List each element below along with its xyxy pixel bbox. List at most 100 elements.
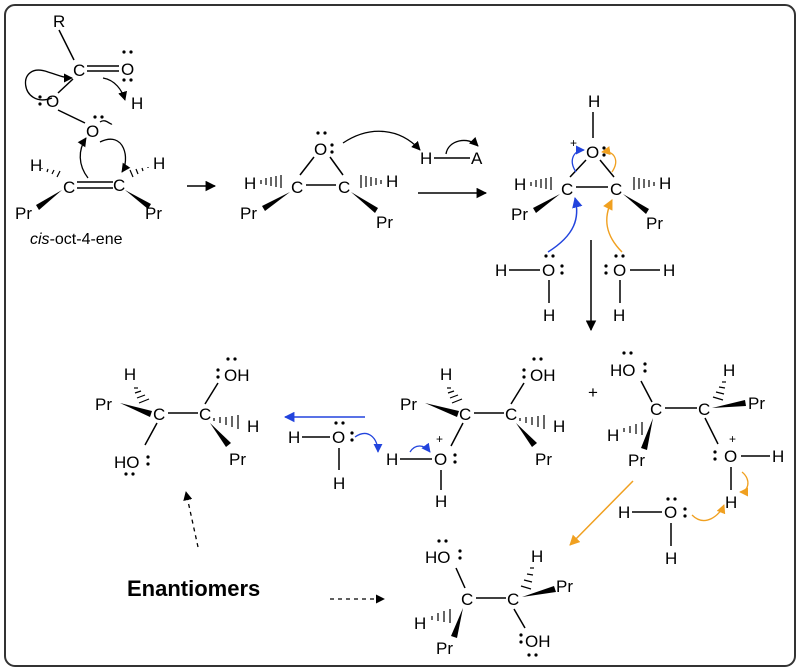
db-c-left: C: [461, 590, 473, 609]
epoxide-h-right: H: [386, 172, 398, 191]
db-ho: HO: [425, 548, 451, 567]
ox-l-c-right: C: [505, 405, 517, 424]
alkene-wedge-right: [125, 190, 151, 209]
ox-l-oh: OH: [530, 366, 556, 385]
reactant-peracid-alkene: R C O O H O H H C C Pr Pr: [15, 12, 165, 248]
diol-bottom: HO C C H Pr H Pr OH: [414, 539, 573, 658]
peracid-single-oxygen: O: [46, 92, 59, 111]
prot-plus: +: [570, 136, 577, 150]
diagram-frame: [4, 4, 796, 667]
dashed-arrow-up: [183, 491, 199, 548]
diol-pr-left: Pr: [95, 395, 112, 414]
db-h-top: H: [531, 547, 543, 566]
wr-o: O: [664, 503, 677, 522]
alkene-h-left: H: [30, 156, 42, 175]
alkene-pr-left: Pr: [15, 204, 32, 223]
ox-r-h-top: H: [723, 361, 735, 380]
ox-r-h-o-right: H: [772, 447, 784, 466]
diol-pr-right: Pr: [229, 450, 246, 469]
ox-r-o: O: [724, 447, 737, 466]
ox-r-h-left: H: [607, 426, 619, 445]
ox-l-h-bottom: H: [435, 492, 447, 511]
oxonium-intermediate-right: HO C C H Pr H Pr + O H H: [607, 351, 784, 512]
bond-o-o: [57, 109, 86, 124]
plus-sign: +: [588, 383, 598, 402]
db-oh: OH: [525, 632, 551, 651]
deprotonation-arrow-orange: [569, 480, 634, 546]
curly-arrow-pi-to-o: [77, 137, 89, 179]
curly-arrow-to-alkene: [99, 138, 131, 173]
curly-arrow-to-h: [102, 77, 128, 101]
bond-r-c: [58, 29, 75, 61]
alkene-c-right: C: [113, 176, 125, 195]
water-deprotonating-left: H O H: [288, 421, 383, 493]
alkene-name: cis-oct-4-ene: [30, 231, 123, 248]
db-h-left: H: [414, 614, 426, 633]
diol-h-right: H: [247, 417, 259, 436]
wr-h2: H: [665, 549, 677, 568]
water-right-h2: H: [613, 306, 625, 325]
ox-l-c-left: C: [459, 405, 471, 424]
water-left-h1: H: [495, 261, 507, 280]
water-right-o: O: [613, 261, 626, 280]
epoxide-pr-left: Pr: [240, 204, 257, 223]
prot-h-left: H: [514, 175, 526, 194]
epoxide-c-left: C: [291, 178, 303, 197]
prot-c-left: C: [561, 180, 573, 199]
alkene-wedge-left: [36, 190, 62, 210]
diol-c-right: C: [199, 405, 211, 424]
alkene-h-right: H: [153, 154, 165, 173]
prot-h-right: H: [659, 174, 671, 193]
wr-h1: H: [618, 503, 630, 522]
ox-l-h-o: H: [386, 450, 398, 469]
acid-h: H: [420, 149, 432, 168]
peracid-r-label: R: [53, 12, 65, 31]
peracid-carbonyl-carbon: C: [73, 61, 85, 80]
water-left-o: O: [542, 261, 555, 280]
peracid-hydrogen: H: [131, 94, 143, 113]
epoxide-pr-right: Pr: [376, 213, 393, 232]
peracid-carbonyl-oxygen: O: [121, 60, 134, 79]
curly-arrow-c-o: [24, 69, 73, 101]
db-pr-bottom: Pr: [436, 639, 453, 658]
ox-r-plus: +: [729, 432, 736, 446]
prot-pr-right: Pr: [646, 214, 663, 233]
ox-r-pr-top-right: Pr: [748, 394, 765, 413]
protonated-epoxide: H + O C C H H Pr Pr H O H: [495, 92, 675, 325]
peracid-peroxy-oxygen: O: [86, 122, 99, 141]
oxonium-intermediate-left: H Pr C C OH H Pr + H O H: [386, 357, 565, 511]
db-c-right: C: [507, 590, 519, 609]
prot-oxygen: O: [586, 143, 599, 162]
ox-l-pr-right: Pr: [535, 450, 552, 469]
prot-pr-left: Pr: [511, 205, 528, 224]
epoxide-oxygen: O: [314, 140, 327, 159]
water-left-h2: H: [543, 306, 555, 325]
water-right-h1: H: [663, 261, 675, 280]
wd-o: O: [332, 428, 345, 447]
diol-oh-right: OH: [224, 366, 250, 385]
water-deprotonating-right: H O H: [618, 497, 726, 568]
bond-c-o: [57, 78, 74, 94]
epoxide-h-left: H: [244, 174, 256, 193]
enantiomers-label: Enantiomers: [127, 576, 260, 601]
acid-a: A: [471, 149, 483, 168]
ox-l-pr-left: Pr: [400, 395, 417, 414]
alkene-c-left: C: [63, 178, 75, 197]
ox-l-plus: +: [436, 432, 443, 446]
diol-c-left: C: [153, 405, 165, 424]
ox-r-c-right: C: [698, 400, 710, 419]
ox-r-ho: HO: [610, 361, 636, 380]
ox-l-h-right: H: [553, 417, 565, 436]
peracid-lone-pairs: [38, 50, 133, 119]
wd-h2: H: [333, 474, 345, 493]
db-pr-right: Pr: [556, 577, 573, 596]
alkene-hashed-wedges: [41, 167, 149, 178]
epoxide: O C C H H Pr Pr H A: [240, 130, 483, 232]
alkene-pr-right: Pr: [145, 204, 162, 223]
epoxide-c-right: C: [338, 178, 350, 197]
ox-r-pr-bottom: Pr: [628, 451, 645, 470]
ox-l-h-top: H: [440, 365, 452, 384]
ox-r-h-o-bottom: H: [725, 493, 737, 512]
wd-h1: H: [288, 428, 300, 447]
